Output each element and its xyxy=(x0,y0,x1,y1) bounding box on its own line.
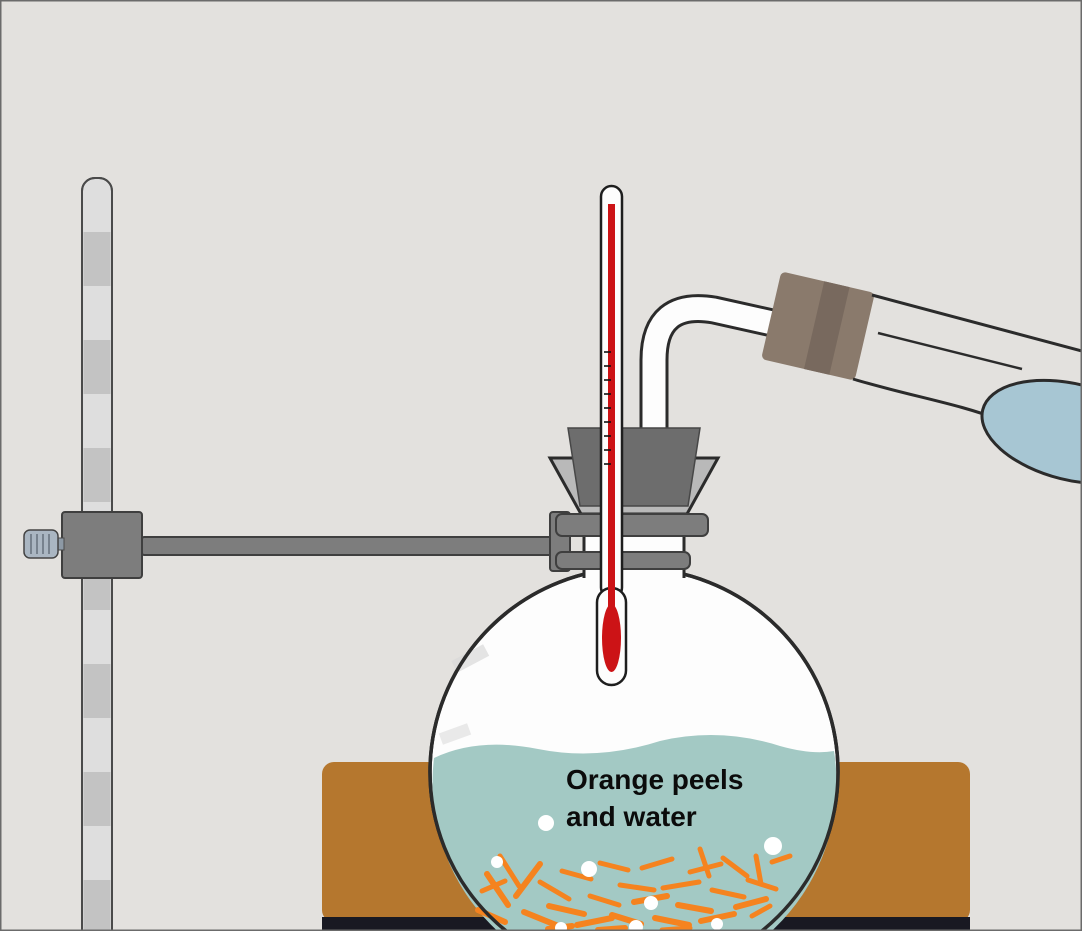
bubble xyxy=(491,856,503,868)
orange-peel xyxy=(709,887,747,900)
orange-peel xyxy=(546,903,587,917)
bubble xyxy=(555,922,567,931)
orange-peel xyxy=(597,860,631,873)
orange-peel xyxy=(521,909,559,928)
clamp-boss-block xyxy=(61,511,143,579)
thermometer-group xyxy=(595,184,628,687)
receiver-neck-upper-line xyxy=(871,293,1082,353)
rubber-stopper xyxy=(567,427,701,507)
cork-connector xyxy=(762,272,874,380)
pole-stripe xyxy=(83,232,111,286)
clamp-knob xyxy=(23,529,59,559)
orange-peel xyxy=(749,903,773,919)
orange-peel xyxy=(617,882,657,893)
receiver-group xyxy=(639,272,1082,486)
pole-stripe xyxy=(83,664,111,718)
receiver-neck-inner-line xyxy=(877,331,1023,371)
orange-peel xyxy=(660,879,702,891)
orange-peels-group xyxy=(475,846,793,931)
bubble xyxy=(629,920,643,931)
bubble xyxy=(644,896,658,910)
orange-peel xyxy=(587,893,622,908)
pole-stripe xyxy=(83,340,111,394)
pole-stripe xyxy=(83,880,111,930)
clamp-boss-group xyxy=(61,511,559,579)
cork-shade xyxy=(803,281,850,375)
orange-peel xyxy=(675,902,714,914)
receiver-bulb xyxy=(980,378,1082,486)
orange-peel xyxy=(697,846,712,879)
orange-peel xyxy=(698,911,737,924)
orange-peel xyxy=(484,871,511,908)
clamp-fork-top-prong xyxy=(555,513,709,537)
orange-peel xyxy=(574,915,615,928)
clamp-rod xyxy=(141,536,559,556)
orange-peel xyxy=(513,861,543,899)
thermometer-bulb xyxy=(602,604,621,672)
bubble xyxy=(581,861,597,877)
orange-peel xyxy=(753,853,764,887)
orange-peel xyxy=(769,853,793,865)
thermometer-column xyxy=(608,204,615,622)
orange-peel xyxy=(652,915,692,928)
flask-label-line2: and water xyxy=(566,801,697,832)
bubble xyxy=(764,837,782,855)
flask-liquid xyxy=(432,735,837,931)
orange-peel xyxy=(559,868,594,882)
orange-peel xyxy=(733,896,769,910)
pole-stripe xyxy=(83,772,111,826)
bubble xyxy=(538,815,554,831)
bubbles-group xyxy=(491,815,782,931)
flask-group: Orange peels and water xyxy=(428,456,840,931)
pole-stripe xyxy=(83,448,111,502)
delivery-tube xyxy=(642,297,865,462)
orange-peel xyxy=(479,878,508,894)
orange-peel xyxy=(497,853,522,889)
bubble xyxy=(711,918,723,930)
neck-clamp-group xyxy=(549,511,709,572)
flask-label-line1: Orange peels xyxy=(566,764,743,795)
orange-peel xyxy=(537,879,572,902)
orange-peel xyxy=(720,855,750,879)
orange-peel xyxy=(639,856,675,871)
glass-reflection xyxy=(438,723,472,745)
